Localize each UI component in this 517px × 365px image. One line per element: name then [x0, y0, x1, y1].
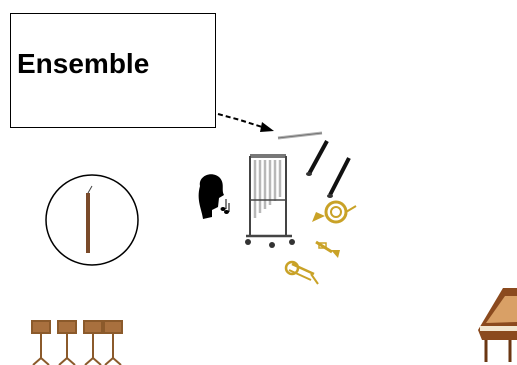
french-horn-icon[interactable]: [312, 200, 357, 224]
flute-icon[interactable]: [277, 131, 323, 140]
trumpet-icon[interactable]: [315, 240, 340, 258]
ensemble-label: Ensemble: [17, 48, 150, 79]
music-stand-icon[interactable]: [31, 320, 123, 365]
clarinet-icon[interactable]: [306, 140, 329, 176]
music-note-icon: [220, 199, 230, 214]
ensemble-box[interactable]: Ensemble: [10, 13, 216, 128]
trombone-icon[interactable]: [284, 260, 319, 285]
tubular-bells-icon[interactable]: [245, 154, 295, 248]
harpsichord-icon[interactable]: [478, 288, 517, 362]
oboe-icon[interactable]: [327, 157, 351, 198]
pointer-arrow-icon: [217, 113, 274, 132]
singer-head-icon[interactable]: [198, 174, 224, 219]
bassoon-icon[interactable]: [45, 174, 139, 266]
